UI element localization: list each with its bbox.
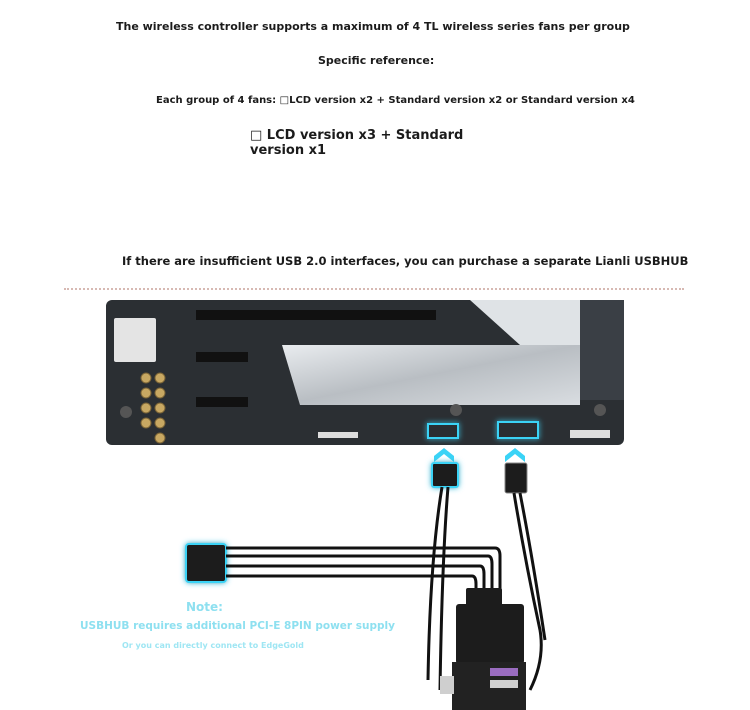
specific-reference-heading: Specific reference: bbox=[318, 54, 435, 67]
note-title: Note: bbox=[186, 600, 223, 614]
dotted-divider bbox=[64, 288, 684, 290]
chevron-up-double-icon bbox=[434, 448, 525, 462]
usb-hub-info: If there are insufficient USB 2.0 interf… bbox=[122, 254, 689, 268]
usb-connector bbox=[504, 462, 528, 494]
note-alternative: Or you can directly connect to EdgeGold bbox=[122, 641, 304, 650]
pcie-8pin-connector bbox=[185, 543, 227, 583]
motherboard bbox=[106, 300, 624, 445]
info-max-fans: The wireless controller supports a maxim… bbox=[116, 20, 630, 33]
fan-connector bbox=[431, 462, 459, 488]
group-config-option-2: □ LCD version x3 + Standard version x1 bbox=[250, 128, 464, 158]
usb-hub bbox=[440, 588, 526, 710]
group-config-option-1: Each group of 4 fans: □LCD version x2 + … bbox=[156, 95, 635, 106]
note-power-requirement: USBHUB requires additional PCI-E 8PIN po… bbox=[80, 620, 395, 632]
cables bbox=[226, 486, 547, 691]
